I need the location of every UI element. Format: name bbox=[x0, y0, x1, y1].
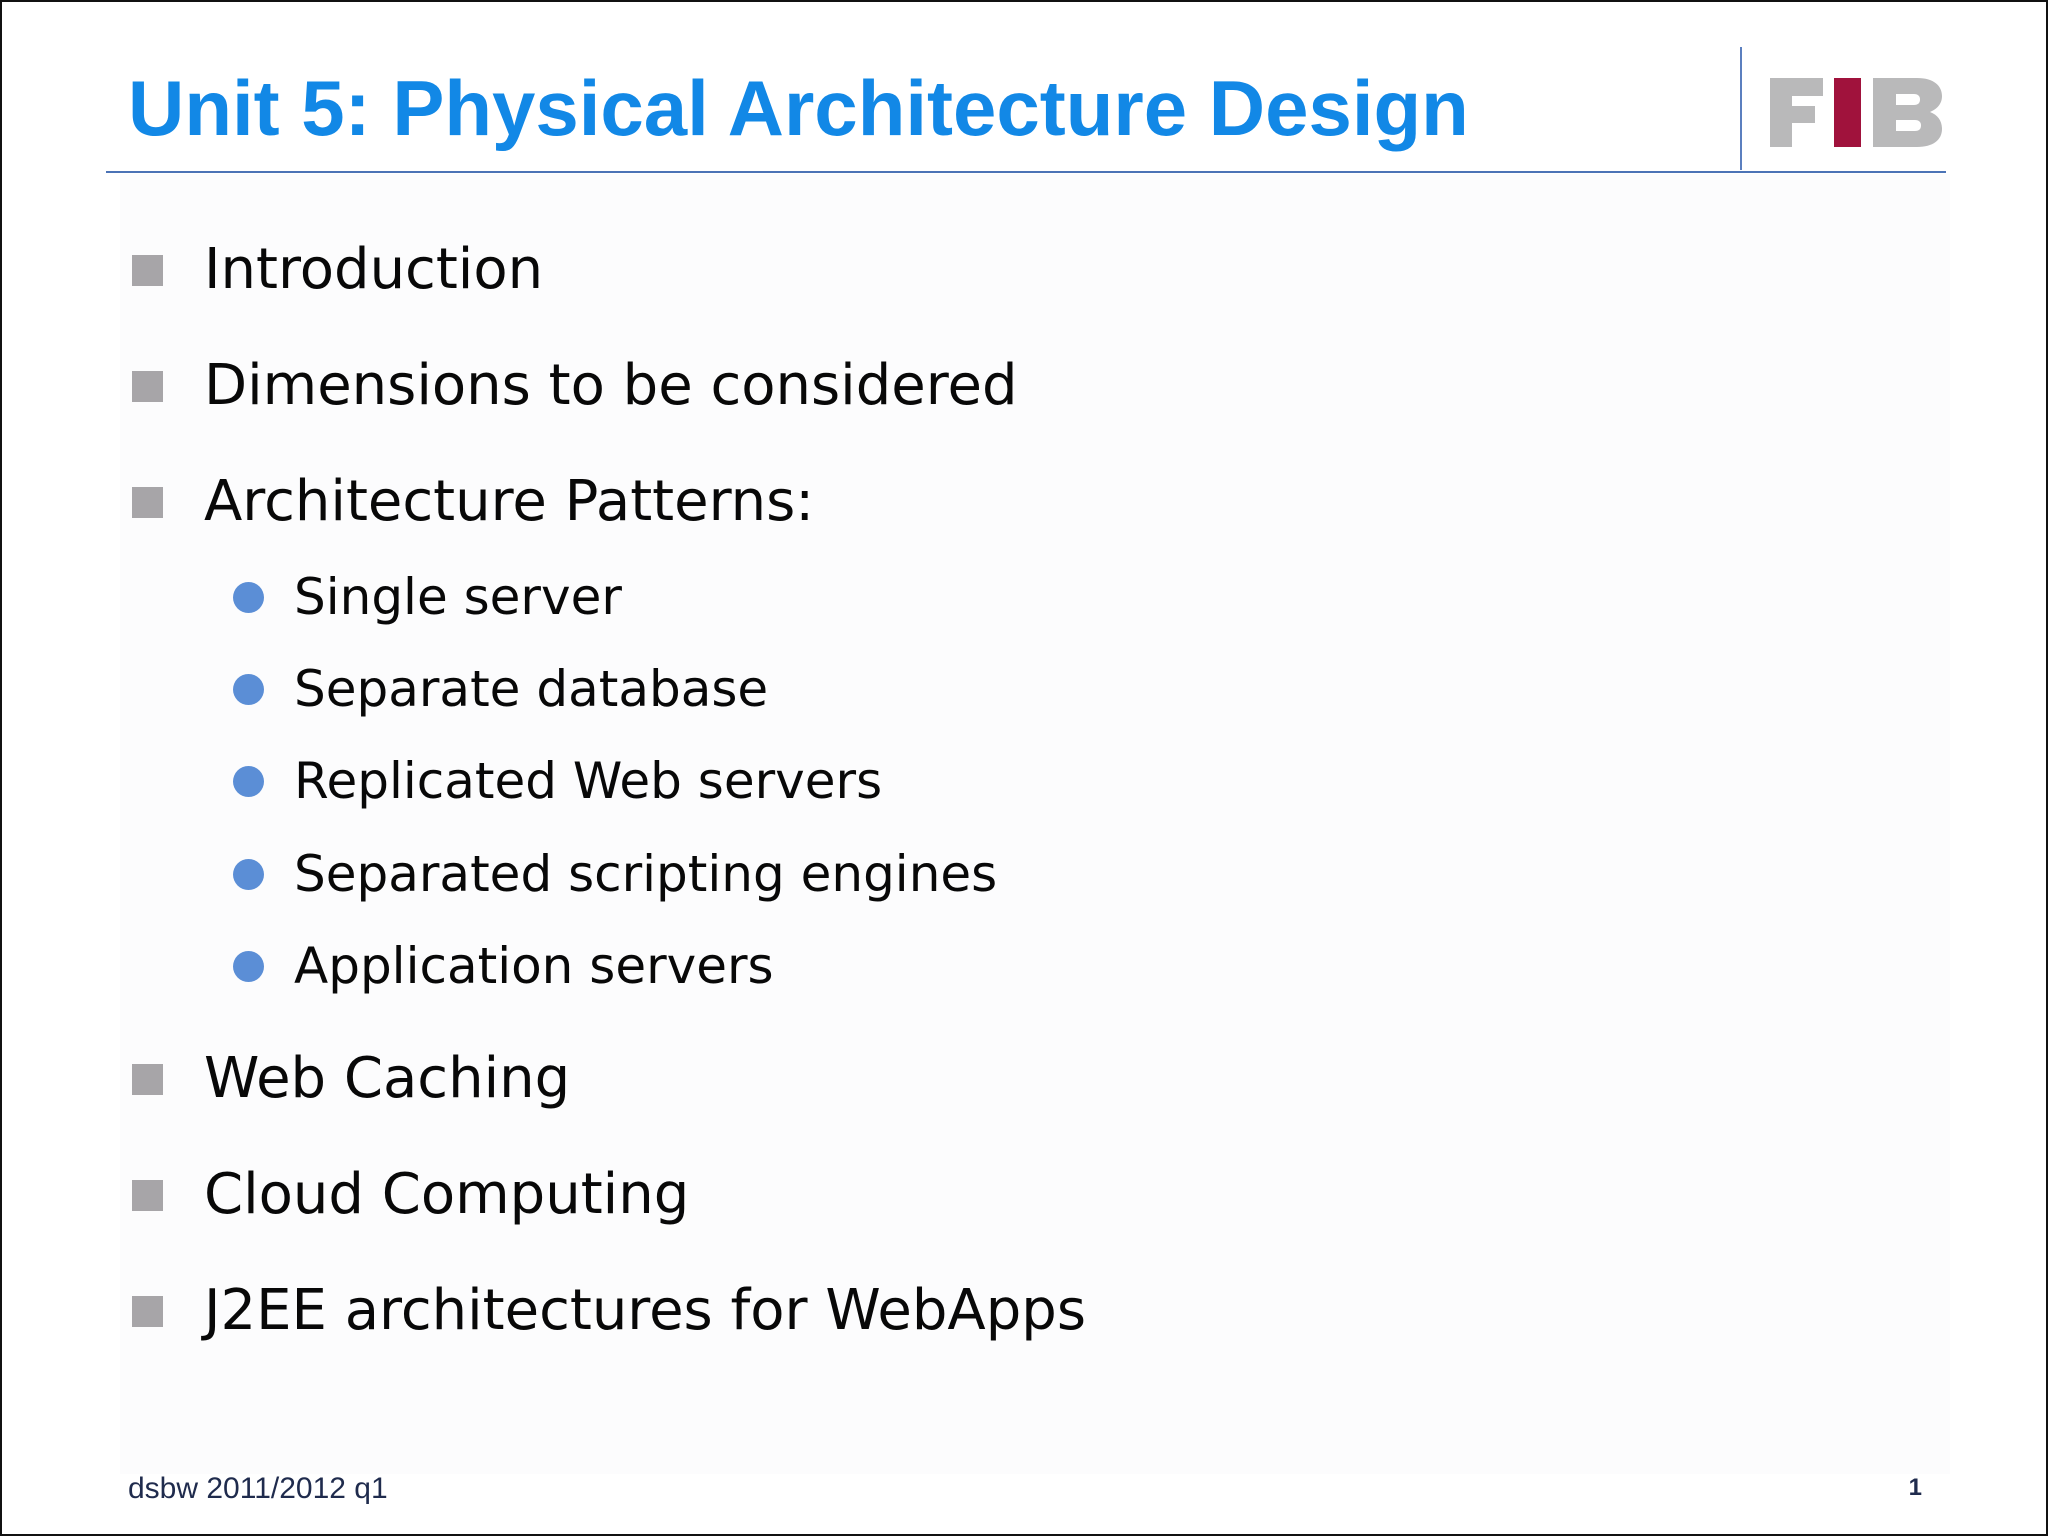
pattern-item-label: Single server bbox=[294, 568, 622, 626]
circle-bullet-icon bbox=[233, 766, 264, 797]
square-bullet-icon bbox=[132, 255, 163, 286]
agenda-item-label: Dimensions to be considered bbox=[204, 353, 1018, 418]
agenda-item-label: Web Caching bbox=[204, 1046, 571, 1111]
fib-logo bbox=[1770, 78, 1942, 147]
agenda-item-label: Introduction bbox=[204, 237, 544, 302]
footer-course-term: dsbw 2011/2012 q1 bbox=[128, 1472, 388, 1505]
square-bullet-icon bbox=[132, 487, 163, 518]
title-divider bbox=[106, 171, 1946, 173]
circle-bullet-icon bbox=[233, 951, 264, 982]
circle-bullet-icon bbox=[233, 674, 264, 705]
agenda-item-label: J2EE architectures for WebApps bbox=[204, 1278, 1086, 1343]
pattern-item-label: Application servers bbox=[294, 937, 774, 995]
square-bullet-icon bbox=[132, 1296, 163, 1327]
circle-bullet-icon bbox=[233, 859, 264, 890]
pattern-item-label: Replicated Web servers bbox=[294, 752, 883, 810]
pattern-item-label: Separate database bbox=[294, 660, 769, 718]
page-number: 1 bbox=[1908, 1474, 1922, 1501]
square-bullet-icon bbox=[132, 1064, 163, 1095]
slide-title: Unit 5: Physical Architecture Design bbox=[128, 64, 1469, 152]
agenda-item-label: Cloud Computing bbox=[204, 1162, 690, 1227]
agenda-item-label: Architecture Patterns: bbox=[204, 469, 815, 534]
logo-divider bbox=[1740, 47, 1742, 170]
slide-content-background bbox=[120, 174, 1950, 1474]
pattern-item-label: Separated scripting engines bbox=[294, 845, 998, 903]
circle-bullet-icon bbox=[233, 582, 264, 613]
square-bullet-icon bbox=[132, 1180, 163, 1211]
square-bullet-icon bbox=[132, 371, 163, 402]
